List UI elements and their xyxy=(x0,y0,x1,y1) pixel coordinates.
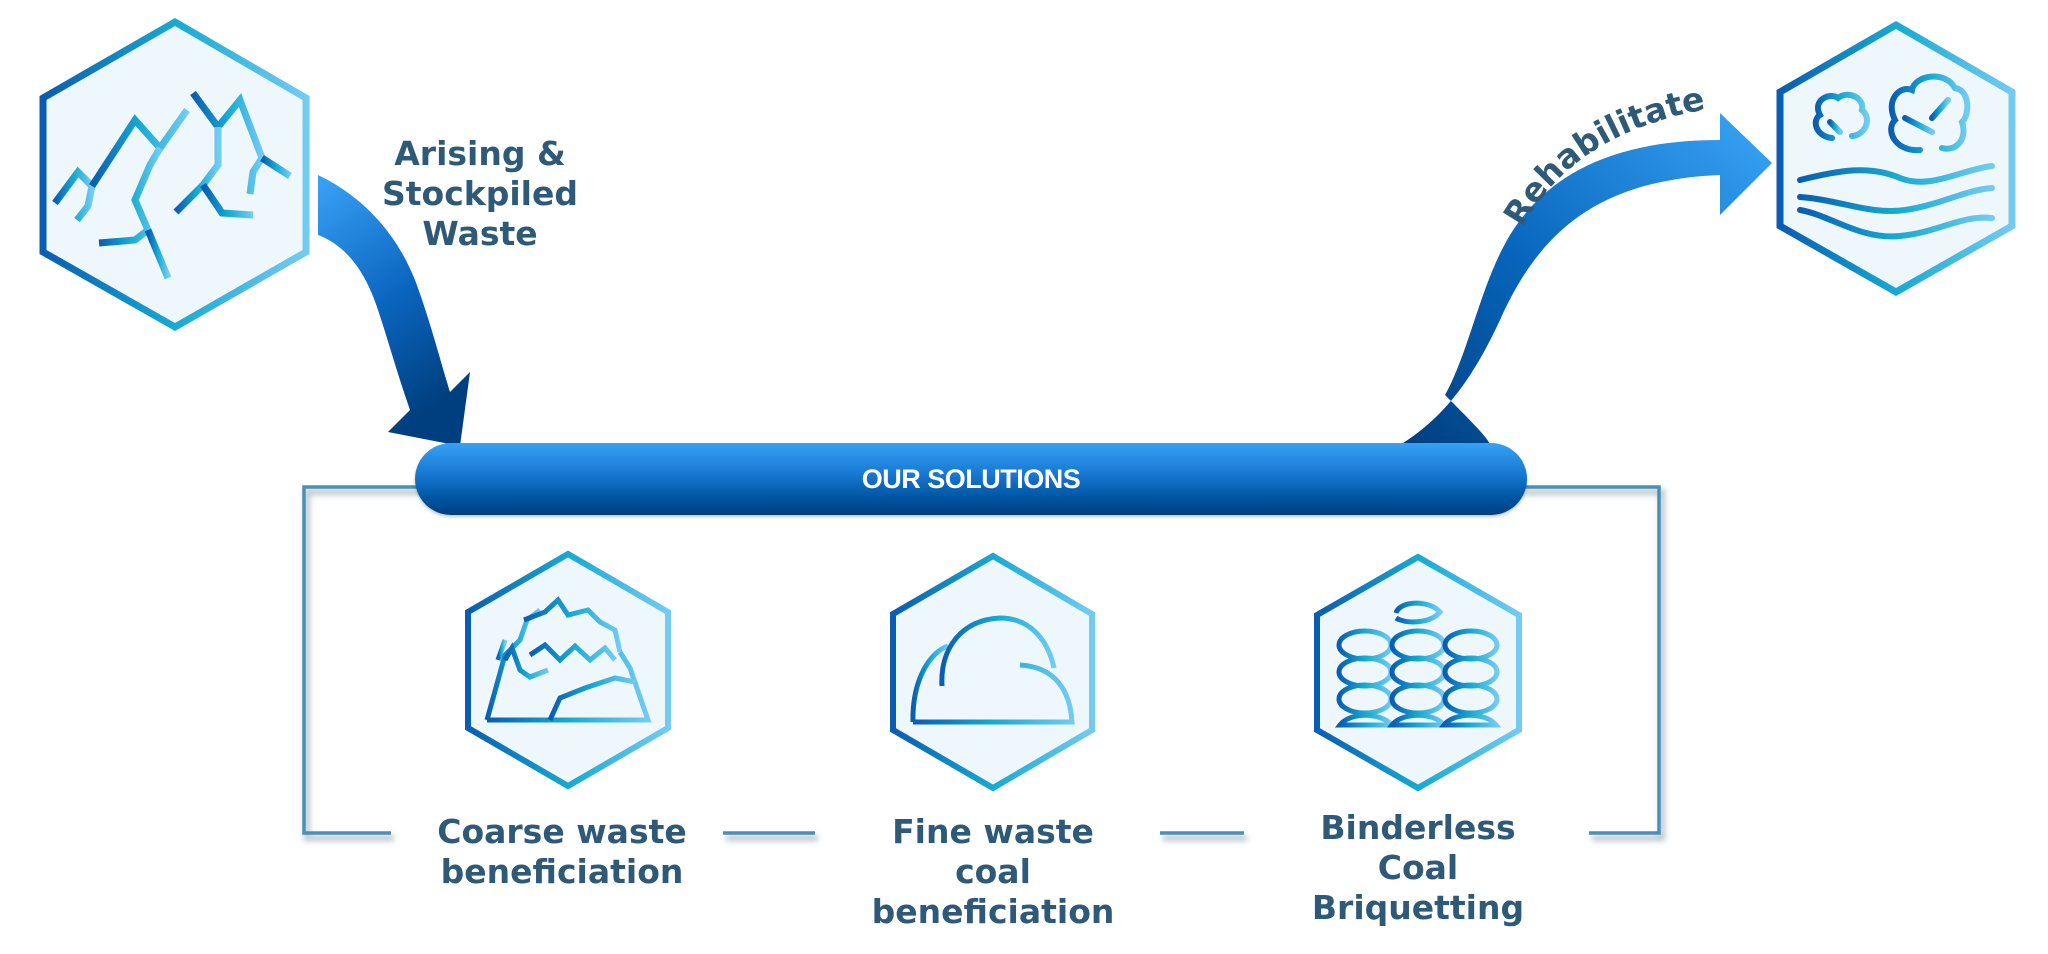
solution-label-briquetting: Binderless Coal Briquetting xyxy=(1268,808,1568,928)
solution-label-fine: Fine waste coal beneficiation xyxy=(843,812,1143,932)
solution-label-line: Binderless xyxy=(1320,808,1516,847)
solution-label-line: beneficiation xyxy=(440,852,684,891)
coarse-rock-pile-icon xyxy=(465,550,671,790)
fine-coal-mound-icon xyxy=(890,552,1095,792)
stacked-briquettes-icon xyxy=(1314,553,1522,792)
source-label-line: Stockpiled xyxy=(382,174,578,213)
solution-label-coarse: Coarse waste beneficiation xyxy=(412,812,712,892)
trees-landscape-icon xyxy=(1776,20,2016,297)
source-label: Arising & Stockpiled Waste xyxy=(360,134,600,254)
arrow-down-to-solutions xyxy=(318,175,470,446)
source-label-line: Waste xyxy=(422,214,538,253)
solution-label-line: Coal xyxy=(1377,848,1459,887)
cracked-mountain-icon xyxy=(39,17,310,332)
solution-label-line: beneficiation xyxy=(871,892,1115,931)
arrow-up-to-rehabilitate xyxy=(1400,113,1772,445)
solution-label-line: Coarse waste xyxy=(437,812,687,851)
solution-label-line: Briquetting xyxy=(1311,888,1525,927)
solutions-frame xyxy=(302,485,1665,841)
solutions-bar: OUR SOLUTIONS xyxy=(415,443,1527,515)
solutions-bar-title: OUR SOLUTIONS xyxy=(861,463,1081,494)
solution-label-line: coal xyxy=(955,852,1031,891)
source-label-line: Arising & xyxy=(394,134,566,173)
solution-label-line: Fine waste xyxy=(892,812,1094,851)
